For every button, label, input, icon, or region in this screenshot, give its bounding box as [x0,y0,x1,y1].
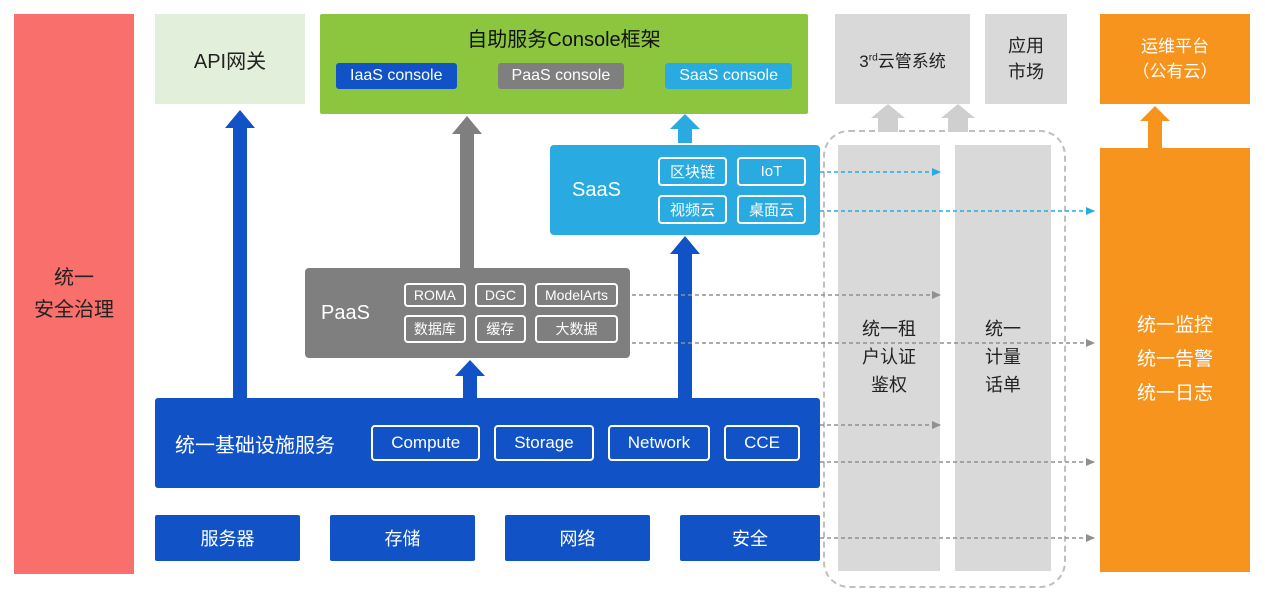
app-market-label: 应用 市场 [1008,35,1044,82]
app-market-box: 应用 市场 [985,14,1067,104]
network-chip: Network [607,425,711,461]
cce-chip: CCE [724,425,800,461]
arrow-saas-to-console [670,114,700,143]
server-label: 服务器 [200,529,255,549]
arrow-paas-to-console [452,116,482,268]
third-party-cloud-text: 云管系统 [877,51,946,71]
tenant-auth-bar: 统一租 户认证 鉴权 [838,145,940,571]
infrastructure-box: 统一基础设施服务 Compute Storage Network CCE [155,398,820,488]
api-gateway-label: API网关 [193,50,267,73]
api-gateway-box: API网关 [155,14,305,104]
metering-bar: 统一 计量 话单 [955,145,1051,571]
third-party-cloud-num: 3 [859,51,869,71]
storage-label: 存储 [384,529,421,549]
security-hw-label: 安全 [732,529,768,549]
monitor-alarm-log-label: 统一监控 统一告警 统一日志 [1136,314,1213,405]
console-frame-box: 自助服务Console框架 IaaS console PaaS console … [320,14,808,114]
infrastructure-chips: Compute Storage Network CCE [371,425,800,461]
video-cloud-chip: 视频云 [657,194,727,224]
bigdata-chip: 大数据 [534,315,618,343]
arrow-infra-to-saas [670,236,700,398]
infrastructure-label: 统一基础设施服务 [175,434,335,457]
storage-box: 存储 [330,515,475,561]
security-governance-bar: 统一 安全治理 [14,14,134,574]
saas-label: SaaS [572,178,621,201]
arrow-infra-to-paas [455,360,485,398]
ops-platform-label: 运维平台 （公有云） [1132,36,1218,82]
paas-chips: ROMA DGC ModelArts 数据库 缓存 大数据 [403,283,618,343]
iot-chip: IoT [736,156,806,186]
roma-chip: ROMA [403,283,466,307]
saas-console-chip: SaaS console [665,63,792,89]
tenant-auth-label: 统一租 户认证 鉴权 [862,319,916,395]
network-box: 网络 [505,515,650,561]
server-box: 服务器 [155,515,300,561]
desktop-cloud-chip: 桌面云 [736,194,806,224]
saas-chips: 区块链 IoT 视频云 桌面云 [657,156,806,224]
paas-console-chip: PaaS console [497,63,625,89]
blockchain-chip: 区块链 [657,156,727,186]
storage-chip: Storage [494,425,594,461]
arrow-infra-to-api-gateway [225,110,255,398]
ops-platform-box: 运维平台 （公有云） [1100,14,1250,104]
paas-label: PaaS [321,301,370,324]
database-chip: 数据库 [403,315,466,343]
saas-box: SaaS 区块链 IoT 视频云 桌面云 [550,145,820,235]
third-party-cloud-sup: rd [868,51,878,63]
compute-chip: Compute [371,425,481,461]
network-label: 网络 [559,529,596,549]
console-frame-title: 自助服务Console框架 [467,29,661,51]
console-chips-row: IaaS console PaaS console SaaS console [320,52,808,89]
third-party-cloud-box: 3rd云管系统 [835,14,970,104]
cache-chip: 缓存 [474,315,526,343]
arrow-auth-to-third-party [871,104,905,132]
third-party-cloud-label: 3rd云管系统 [859,47,946,72]
paas-box: PaaS ROMA DGC ModelArts 数据库 缓存 大数据 [305,268,630,358]
modelarts-chip: ModelArts [534,283,618,307]
metering-label: 统一 计量 话单 [985,319,1021,395]
arrow-monitor-to-ops-platform [1140,106,1170,148]
security-governance-label: 统一 安全治理 [34,267,114,321]
arrow-metering-to-third-party [941,104,975,132]
iaas-console-chip: IaaS console [336,63,457,89]
monitor-alarm-log-bar: 统一监控 统一告警 统一日志 [1100,148,1250,572]
security-hw-box: 安全 [680,515,820,561]
dgc-chip: DGC [474,283,526,307]
